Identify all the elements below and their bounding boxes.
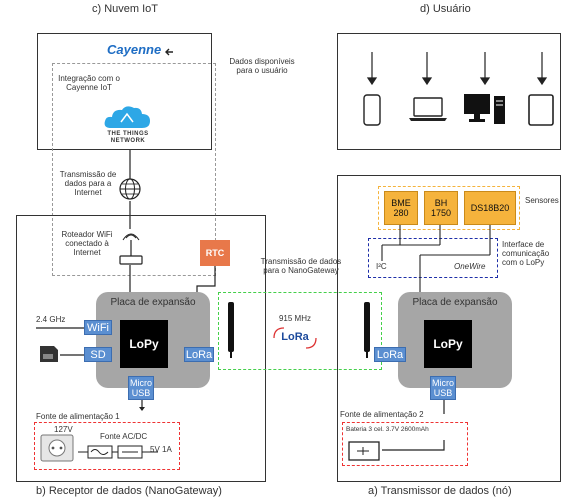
- cloud-section-title: c) Nuvem IoT: [92, 3, 159, 15]
- user-section-title: d) Usuário: [420, 3, 471, 15]
- lora-link-box: [218, 292, 382, 370]
- battery-label: Bateria 3 cel. 3.7V 2600mAh: [346, 426, 429, 433]
- receiver-power-title: Fonte de alimentação 1: [36, 412, 120, 421]
- receiver-board-label: Placa de expansão: [110, 297, 196, 308]
- sd-card-icon: [40, 346, 58, 362]
- sd-line: [60, 354, 84, 356]
- transmitter-usb-port: Micro USB: [430, 376, 456, 400]
- transmitter-power-title: Fonte de alimentação 2: [340, 410, 424, 419]
- receiver-power-box: [34, 422, 180, 470]
- wifi-frequency-label: 2.4 GHz: [36, 315, 66, 324]
- transmitter-box: [337, 175, 561, 482]
- battery-line: [382, 440, 445, 451]
- data-available-label: Dados disponíveis para o usuário: [229, 57, 295, 75]
- ttn-logo-text: THE THINGS NETWORK: [107, 131, 149, 144]
- sensors-box: [378, 186, 520, 230]
- laptop-icon: [409, 97, 447, 121]
- internet-dashed-box: [52, 63, 216, 276]
- receiver-antenna-icon: [228, 302, 234, 358]
- device-arrows: [366, 52, 548, 86]
- lora-logo-icon: [273, 327, 317, 349]
- desktop-icon: [464, 94, 505, 124]
- receiver-usb-port: Micro USB: [128, 376, 154, 400]
- transmitter-power-box: [342, 422, 468, 466]
- transmitter-section-title: a) Transmissor de dados (nó): [368, 485, 512, 497]
- outlet-icon: [40, 434, 74, 462]
- receiver-lopy-chip: LoPy: [120, 320, 168, 368]
- router-icon: [119, 233, 143, 265]
- receiver-box: [16, 215, 266, 482]
- rtc-module: RTC: [200, 240, 230, 266]
- i2c-label: I²C: [376, 262, 387, 271]
- cayenne-logo: Cayenne: [107, 42, 162, 57]
- sensor-ds18b20: DS18B20: [464, 191, 516, 225]
- internet-transmission-label: Transmissão de dados para a Internet: [59, 170, 117, 197]
- transmitter-usb-line: [443, 400, 445, 414]
- user-box: [337, 33, 561, 150]
- transmitter-antenna-icon: [364, 302, 370, 358]
- acdc-converter-icon: [78, 445, 158, 459]
- lora-logo: LoRa: [281, 331, 309, 343]
- receiver-lora-port: LoRa: [184, 347, 214, 362]
- receiver-section-title: b) Receptor de dados (NanoGateway): [36, 485, 222, 497]
- acdc-converter-label: Fonte AC/DC: [100, 432, 148, 441]
- globe-icon: [119, 178, 141, 200]
- onewire-label: OneWire: [454, 262, 486, 271]
- interface-label: Interface de comunicação com o LoPy: [502, 240, 550, 267]
- cloud-box: [37, 33, 212, 150]
- sensors-label: Sensores: [525, 196, 559, 205]
- sensor-bus-lines: [381, 225, 491, 295]
- battery-icon: [348, 441, 380, 461]
- ttn-cloud-icon: [104, 106, 150, 128]
- smartphone-icon: [363, 94, 381, 126]
- wifi-port: WiFi: [84, 320, 112, 335]
- sensor-bme280: BME 280: [384, 191, 418, 225]
- transmitter-board-label: Placa de expansão: [412, 297, 498, 308]
- voltage-out-label: 5V 1A: [150, 445, 172, 454]
- transmitter-lora-port: LoRa: [374, 347, 406, 362]
- voltage-in-label: 127V: [54, 425, 73, 434]
- cloud-link-line: [129, 150, 131, 180]
- interface-box: [368, 238, 498, 278]
- sd-port: SD: [84, 347, 112, 362]
- lora-frequency: 915 MHz: [278, 314, 311, 323]
- arrow-left-icon: [165, 48, 173, 56]
- transmitter-lopy-chip: LoPy: [424, 320, 472, 368]
- sensor-bh1750: BH 1750: [424, 191, 458, 225]
- router-label: Roteador WiFi conectado à Internet: [61, 230, 113, 257]
- receiver-usb-arrow: [139, 400, 145, 411]
- lora-link-label: Transmissão de dados para o NanoGateway: [260, 257, 342, 275]
- integration-label: Integração com o Cayenne IoT: [58, 74, 120, 92]
- tablet-icon: [528, 94, 554, 126]
